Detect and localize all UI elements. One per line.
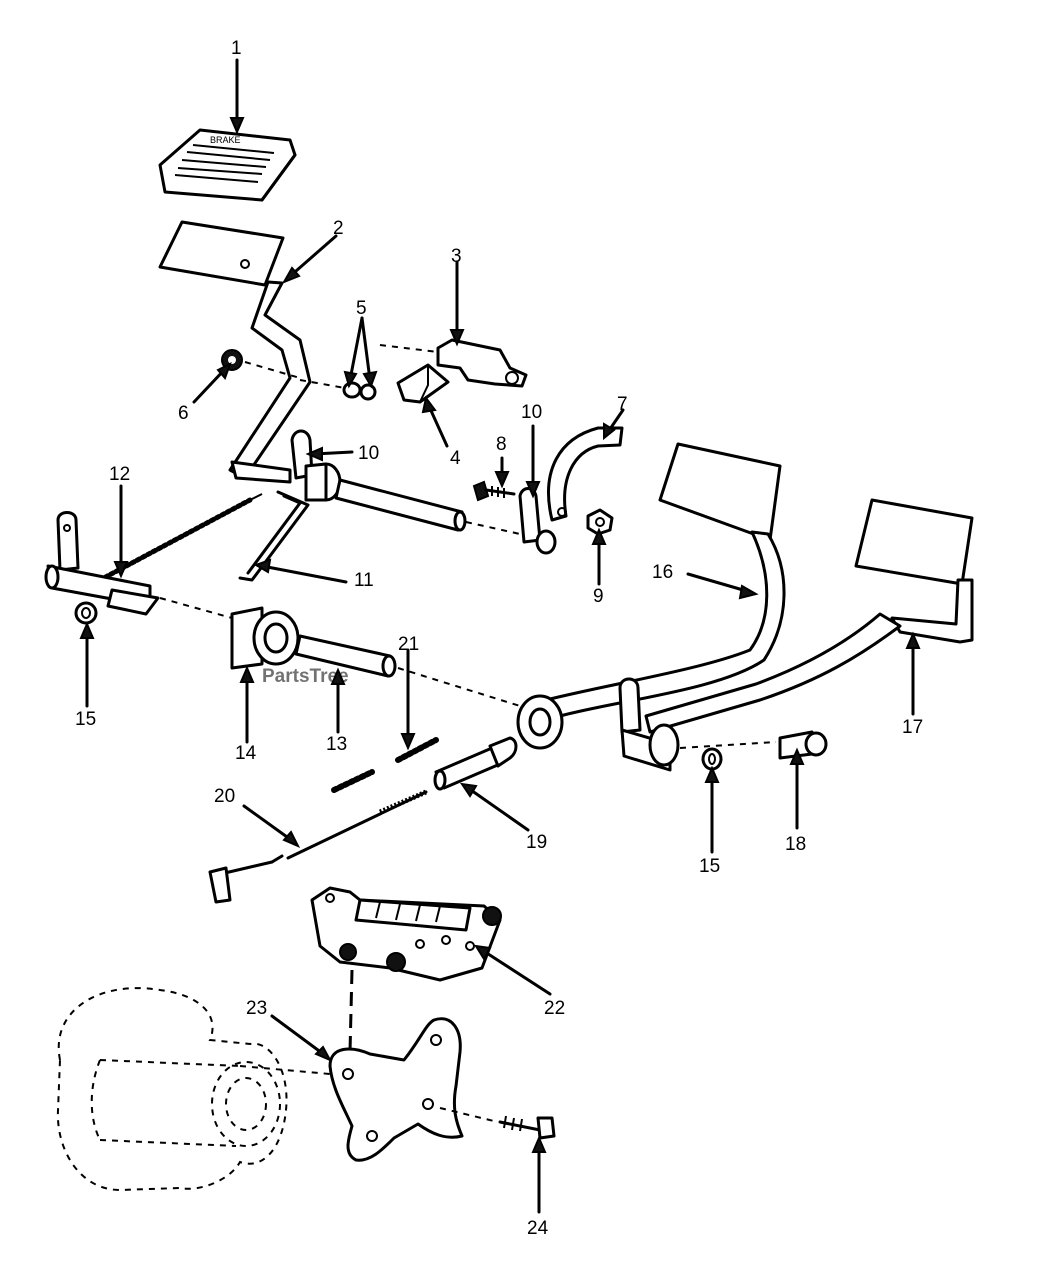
callout-8[interactable]: 8 bbox=[496, 434, 507, 455]
part-17-pedal[interactable] bbox=[644, 498, 974, 767]
part-1-pedal-pad[interactable]: BRAKE bbox=[158, 128, 297, 202]
callout-21[interactable]: 21 bbox=[398, 634, 419, 655]
watermark: PartsTree bbox=[262, 666, 349, 687]
left-shaft-assembly[interactable] bbox=[44, 511, 233, 619]
callout-14[interactable]: 14 bbox=[235, 743, 257, 764]
part-13-pin[interactable] bbox=[294, 634, 521, 707]
cross-shaft[interactable] bbox=[334, 478, 521, 535]
callout-20[interactable]: 20 bbox=[214, 786, 235, 807]
callout-2[interactable]: 2 bbox=[333, 218, 344, 239]
part-10-arm-upper[interactable] bbox=[290, 429, 342, 502]
part-2-brake-pedal-arm[interactable] bbox=[158, 220, 312, 484]
part-18-pin[interactable] bbox=[778, 730, 828, 760]
callout-1[interactable]: 1 bbox=[231, 38, 242, 59]
callout-9[interactable]: 9 bbox=[593, 586, 604, 607]
callout-10-lower[interactable]: 10 bbox=[521, 402, 542, 423]
callout-4[interactable]: 4 bbox=[450, 448, 461, 469]
part-20-rod[interactable] bbox=[208, 789, 428, 904]
part-19-clevis[interactable] bbox=[433, 736, 518, 791]
callout-5[interactable]: 5 bbox=[356, 298, 367, 319]
callout-19[interactable]: 19 bbox=[526, 832, 547, 853]
callout-24[interactable]: 24 bbox=[527, 1218, 549, 1239]
part-24-bolt[interactable] bbox=[439, 1107, 556, 1140]
callout-17[interactable]: 17 bbox=[902, 717, 923, 738]
callout-15-left[interactable]: 15 bbox=[75, 709, 96, 730]
part-3-bracket[interactable] bbox=[379, 338, 528, 388]
transaxle-housing-outline bbox=[56, 987, 331, 1192]
part-15-clip-left[interactable] bbox=[74, 601, 98, 625]
callout-13[interactable]: 13 bbox=[326, 734, 347, 755]
callout-6[interactable]: 6 bbox=[178, 403, 189, 424]
part-4-block[interactable] bbox=[396, 363, 450, 404]
part-14-bearing[interactable] bbox=[230, 606, 300, 670]
callout-3[interactable]: 3 bbox=[451, 246, 462, 267]
part-7-strap[interactable] bbox=[547, 426, 624, 522]
callout-7[interactable]: 7 bbox=[617, 394, 628, 415]
leader-lines bbox=[79, 58, 921, 1214]
part-10-arm-lower[interactable] bbox=[518, 487, 557, 555]
part-16-pedal[interactable] bbox=[516, 442, 786, 772]
pedal-plate-text: BRAKE bbox=[210, 135, 241, 145]
callout-15-right[interactable]: 15 bbox=[699, 856, 720, 877]
part-9-nut[interactable] bbox=[586, 508, 614, 536]
part-22-caliper[interactable] bbox=[310, 886, 502, 982]
callout-16[interactable]: 16 bbox=[652, 562, 673, 583]
part-21-spring[interactable] bbox=[331, 737, 439, 793]
part-23-mounting-plate[interactable] bbox=[328, 969, 464, 1162]
part-5-washers[interactable] bbox=[299, 379, 377, 401]
callout-22[interactable]: 22 bbox=[544, 998, 565, 1019]
callout-labels: 1 2 3 4 5 6 7 8 9 10 10 11 12 13 14 15 1… bbox=[75, 38, 923, 1239]
callout-23[interactable]: 23 bbox=[246, 998, 267, 1019]
callout-18[interactable]: 18 bbox=[785, 834, 806, 855]
callout-10-upper[interactable]: 10 bbox=[358, 443, 379, 464]
callout-11[interactable]: 11 bbox=[354, 570, 374, 591]
part-8-bolt[interactable] bbox=[472, 480, 516, 502]
part-11-rod[interactable] bbox=[238, 490, 310, 582]
callout-12[interactable]: 12 bbox=[109, 464, 130, 485]
